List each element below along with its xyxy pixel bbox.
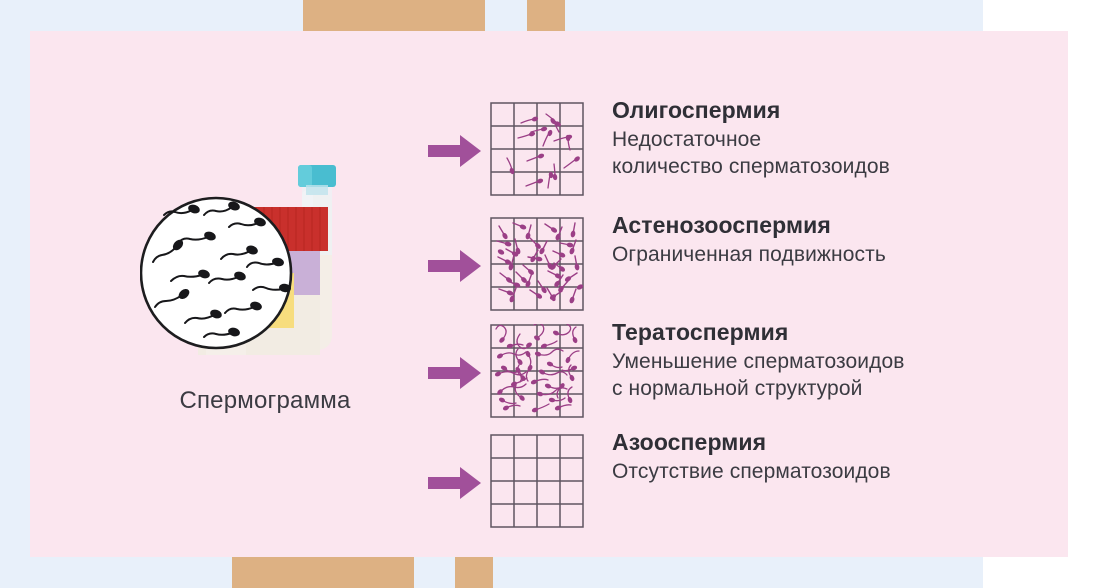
- condition-description-line1: Ограниченная подвижность: [612, 242, 886, 266]
- condition-description-line1: Недостаточное: [612, 127, 762, 151]
- sperm-density-grid-empty: [490, 434, 584, 528]
- condition-description-line1: Уменьшение сперматозоидов: [612, 349, 905, 373]
- sperm-density-grid-sparse: [490, 102, 584, 196]
- condition-description: Уменьшение сперматозоидов с нормальной с…: [612, 348, 1052, 403]
- arrow-right-icon: [428, 250, 481, 282]
- arrow-right-icon: [428, 135, 481, 167]
- illustration-caption: Спермограмма: [179, 387, 351, 414]
- condition-description-line2: количество сперматозоидов: [612, 155, 890, 179]
- condition-description: Отсутствие сперматозоидов: [612, 458, 1052, 485]
- decor-tan-top-wide: [303, 0, 485, 31]
- arrow-right-icon: [428, 467, 481, 499]
- condition-text-block: Тератоспермия Уменьшение сперматозоидов …: [612, 318, 1052, 402]
- sperm-density-grid-immotile: [490, 217, 584, 311]
- spermogram-illustration: [140, 155, 390, 390]
- condition-description: Недостаточное количество сперматозоидов: [612, 126, 1052, 181]
- condition-text-block: Олигоспермия Недостаточное количество сп…: [612, 96, 1052, 180]
- condition-term: Азооспермия: [612, 429, 767, 455]
- specimen-graphic: [140, 165, 336, 355]
- condition-description-line2: с нормальной структурой: [612, 377, 863, 401]
- decor-tan-top-thin: [527, 0, 565, 31]
- condition-row-asthenozoospermia: Астенозооспермия Ограниченная подвижност…: [420, 212, 1060, 323]
- decor-tan-bottom-thin: [455, 557, 493, 588]
- sperm-density-grid-abnormal: [490, 324, 584, 418]
- condition-description-line1: Отсутствие сперматозоидов: [612, 459, 891, 483]
- condition-row-teratospermia: Тератоспермия Уменьшение сперматозоидов …: [420, 319, 1060, 430]
- condition-term: Олигоспермия: [612, 97, 781, 123]
- condition-term: Астенозооспермия: [612, 212, 831, 238]
- condition-description: Ограниченная подвижность: [612, 241, 1052, 268]
- arrow-right-icon: [428, 357, 481, 389]
- condition-text-block: Азооспермия Отсутствие сперматозоидов: [612, 428, 1052, 485]
- condition-row-azoospermia: Азооспермия Отсутствие сперматозоидов: [420, 429, 1060, 540]
- condition-row-oligospermia: Олигоспермия Недостаточное количество сп…: [420, 97, 1060, 208]
- decor-tan-bottom-wide: [232, 557, 414, 588]
- sperm-sample-circle: [140, 196, 293, 350]
- condition-term: Тератоспермия: [612, 319, 789, 345]
- condition-text-block: Астенозооспермия Ограниченная подвижност…: [612, 211, 1052, 268]
